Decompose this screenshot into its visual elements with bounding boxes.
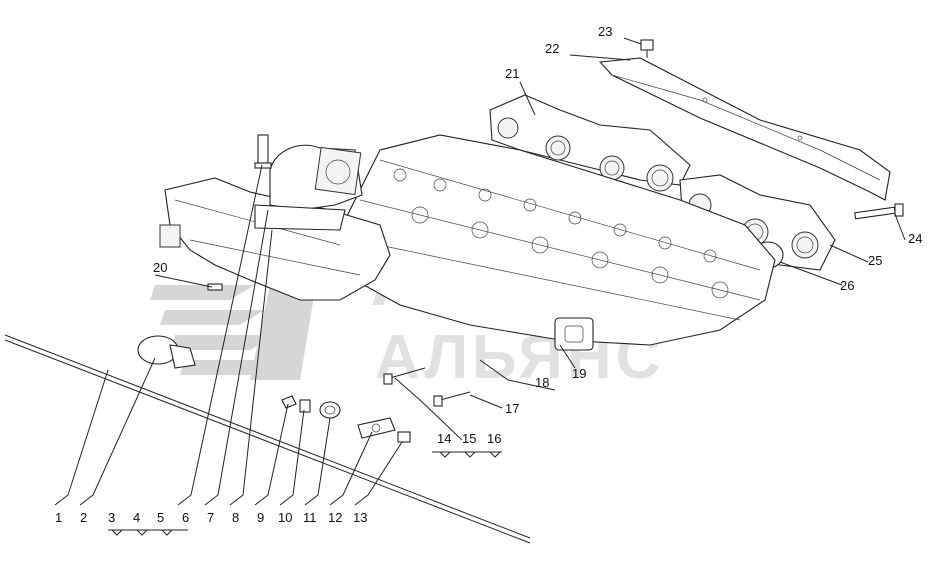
callout-8: 8	[232, 510, 239, 525]
callout-15: 15	[462, 431, 476, 446]
bolt-24	[854, 203, 904, 220]
callout-4: 4	[133, 510, 140, 525]
outlet-elbow	[254, 144, 363, 231]
heat-shield	[598, 57, 891, 201]
callout-1: 1	[55, 510, 62, 525]
exhaust-manifold-rear	[489, 94, 691, 192]
callout-20: 20	[153, 260, 167, 275]
callout-12: 12	[328, 510, 342, 525]
callout-9: 9	[257, 510, 264, 525]
callout-13: 13	[353, 510, 367, 525]
leader-lines	[54, 37, 906, 531]
bolt-23	[640, 39, 654, 58]
callout-7: 7	[207, 510, 214, 525]
callout-23: 23	[598, 24, 612, 39]
callout-22: 22	[545, 41, 559, 56]
callout-labels: 1 2 3 4 5 6 7 8 9 10 11 12 13 14 15 16 1…	[55, 24, 922, 525]
callout-5: 5	[157, 510, 164, 525]
intake-manifold	[159, 177, 391, 301]
callout-16: 16	[487, 431, 501, 446]
stud-bolt	[254, 134, 272, 169]
callout-26: 26	[840, 278, 854, 293]
cap-part-2	[137, 335, 196, 369]
callout-17: 17	[505, 401, 519, 416]
gasket-19	[554, 317, 594, 351]
callout-24: 24	[908, 231, 922, 246]
bolt-14	[383, 367, 426, 385]
callout-11: 11	[303, 510, 317, 525]
callout-6: 6	[182, 510, 189, 525]
callout-14: 14	[437, 431, 451, 446]
flange-12	[357, 417, 396, 439]
dipstick-rod	[4, 334, 531, 544]
nut-13	[397, 431, 411, 443]
callout-10: 10	[278, 510, 292, 525]
callout-21: 21	[505, 66, 519, 81]
fitting-10	[299, 399, 311, 413]
bolt-17	[433, 391, 471, 407]
bolt-20	[207, 283, 223, 291]
callout-25: 25	[868, 253, 882, 268]
callout-3: 3	[108, 510, 115, 525]
cylinder-head	[344, 134, 776, 346]
group-ticks	[111, 451, 501, 536]
callout-19: 19	[572, 366, 586, 381]
callout-18: 18	[535, 375, 549, 390]
valve-row	[393, 168, 729, 299]
washer-11	[319, 401, 341, 419]
callout-2: 2	[80, 510, 87, 525]
clamp-9	[281, 395, 297, 409]
